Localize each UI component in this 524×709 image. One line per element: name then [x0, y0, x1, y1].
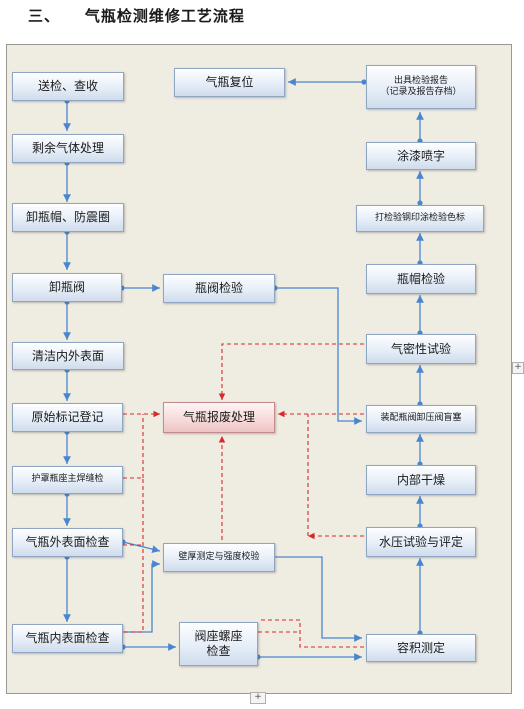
node-weld-check: 护罩瓶座主焊缝检	[12, 466, 123, 494]
node-reset: 气瓶复位	[174, 68, 285, 97]
scrap-from-left-group	[123, 477, 144, 633]
node-remove-cap: 卸瓶帽、防震圈	[12, 203, 124, 232]
node-paint: 涂漆喷字	[366, 142, 476, 170]
node-hydro-test: 水压试验与评定	[366, 527, 476, 557]
node-thickness: 壁厚测定与强度校验	[163, 543, 275, 572]
flow-outer-to-thickness	[122, 541, 161, 553]
scroll-add-button-right[interactable]: +	[512, 362, 524, 374]
node-seat-check-line2: 检查	[206, 644, 231, 658]
page-title: 三、 气瓶检测维修工艺流程	[28, 7, 245, 25]
node-residual-gas: 剩余气体处理	[12, 134, 124, 163]
node-original-mark: 原始标记登记	[12, 403, 123, 432]
node-scrap: 气瓶报废处理	[163, 402, 275, 433]
scrap-from-airtight	[218, 343, 364, 400]
flow-inspect-to-assemble	[275, 287, 362, 425]
node-assemble-valve: 装配瓶阀卸压阀盲塞	[366, 405, 476, 433]
node-air-tight: 气密性试验	[366, 334, 476, 364]
node-volume: 容积测定	[366, 634, 476, 662]
scroll-add-button-bottom[interactable]: +	[250, 692, 266, 704]
node-seat-check-line1: 阀座螺座	[194, 629, 243, 643]
scrap-from-volume	[258, 619, 364, 648]
node-report-line1: 出具检验报告	[393, 75, 448, 86]
node-outer-check: 气瓶外表面检查	[12, 528, 123, 557]
node-inner-check: 气瓶内表面检查	[12, 624, 123, 653]
flow-thickness-to-volume	[275, 556, 362, 642]
node-report-line2: （记录及报告存档）	[380, 87, 462, 97]
node-seat-check: 阀座螺座 检查	[179, 622, 258, 666]
flow-inner-to-thickness	[123, 560, 160, 633]
node-dry: 内部干燥	[366, 465, 476, 495]
node-stamp: 打检验钢印涂检验色标	[356, 205, 484, 232]
node-cap-inspect: 瓶帽检验	[366, 264, 476, 294]
node-clean-surface: 清洁内外表面	[12, 342, 124, 370]
node-report: 出具检验报告 （记录及报告存档）	[366, 65, 476, 109]
node-send-check: 送检、查收	[12, 72, 124, 101]
node-remove-valve: 卸瓶阀	[12, 273, 122, 302]
node-valve-inspect: 瓶阀检验	[163, 274, 275, 303]
